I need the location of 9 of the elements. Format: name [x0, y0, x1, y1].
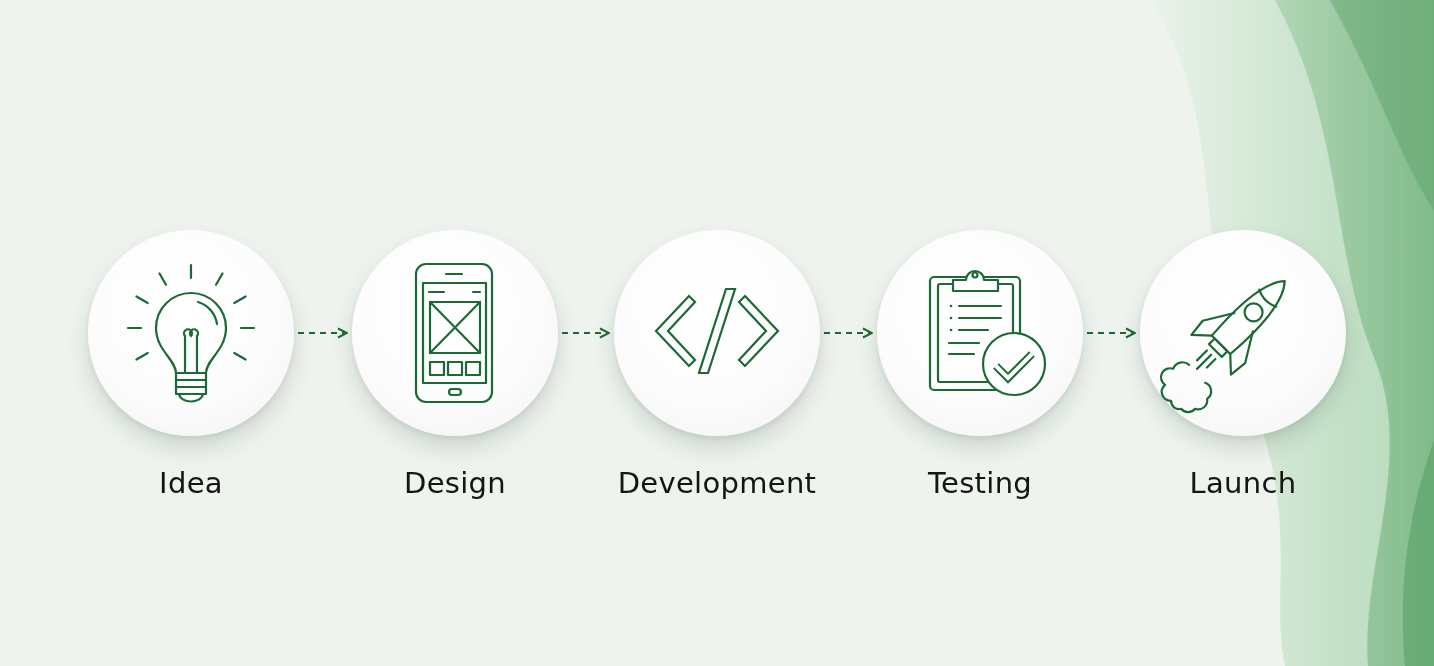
dashed-arrow	[297, 327, 348, 339]
step-label: Design	[404, 466, 506, 501]
dashed-arrow	[561, 327, 610, 339]
dashed-arrow	[823, 327, 873, 339]
step-label: Testing	[927, 466, 1033, 501]
step-label: Launch	[1189, 466, 1297, 501]
dashed-arrow	[1086, 327, 1136, 339]
step-label: Development	[617, 466, 817, 501]
step-label: Idea	[159, 466, 223, 501]
